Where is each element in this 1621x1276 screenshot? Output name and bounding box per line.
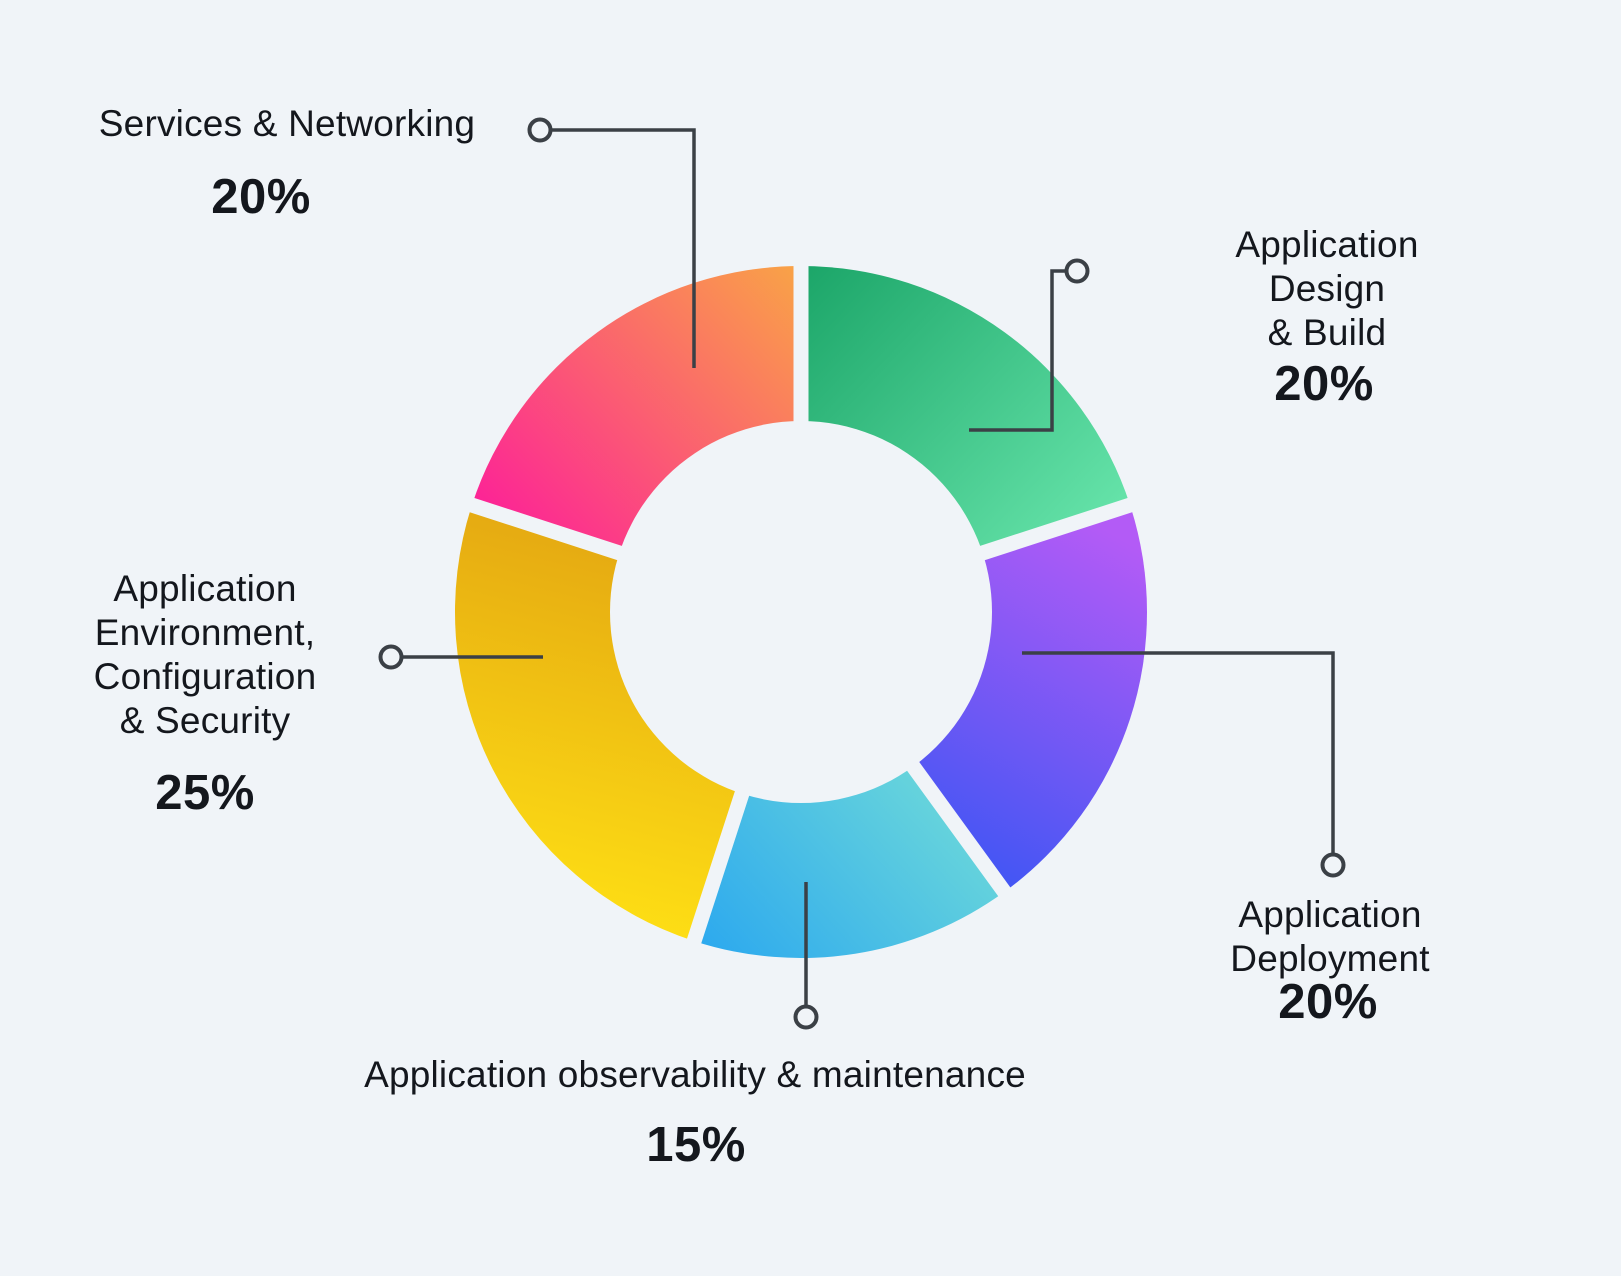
label-services-networking: Services & Networking [98,102,476,144]
connector-dot-application-environment-configuration-security [378,644,404,670]
connector-dot-application-observability-maintenance [793,1004,819,1030]
pct-application-design-build: 20% [1274,357,1374,411]
pct-application-observability-maintenance: 15% [646,1118,746,1172]
label-application-design-build: Application Design & Build [1235,223,1419,354]
pct-application-environment-configuration-security: 25% [155,766,255,820]
connector-line-services-networking [551,128,696,368]
pct-application-deployment: 20% [1278,975,1378,1029]
donut-hole [610,421,992,803]
connector-dot-application-deployment [1320,852,1346,878]
connector-dot-services-networking [527,117,553,143]
connector-line-application-design-build [969,269,1066,432]
label-application-deployment: Application Deployment [1230,893,1430,979]
pct-services-networking: 20% [211,170,311,224]
label-application-observability-maintenance: Application observability & maintenance [364,1053,1026,1095]
connector-dot-application-design-build [1064,258,1090,284]
connector-line-application-deployment [1022,651,1335,853]
label-application-environment-configuration-security: Application Environment, Configuration &… [93,567,317,742]
